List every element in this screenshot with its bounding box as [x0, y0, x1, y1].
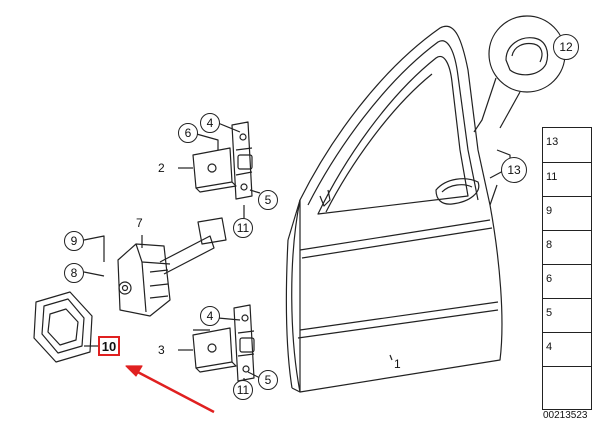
callout-12: 12 [553, 34, 579, 60]
callout-11-lower: 11 [233, 380, 253, 400]
callout-6: 6 [178, 123, 198, 143]
legend-row: 13 [543, 128, 591, 162]
callout-4-upper: 4 [200, 113, 220, 133]
legend-num: 11 [546, 171, 558, 183]
label-2: 2 [158, 161, 165, 175]
door-check [117, 217, 227, 317]
leader-lines [83, 122, 520, 385]
legend-row [543, 366, 591, 410]
grommet-zoom [473, 15, 566, 133]
legend-row: 11 [543, 162, 591, 197]
callout-11-upper: 11 [233, 218, 253, 238]
legend-row: 6 [543, 264, 591, 299]
callout-9: 9 [64, 231, 84, 251]
legend-num: 6 [546, 273, 553, 285]
legend-num: 4 [546, 341, 553, 353]
callout-13: 13 [501, 157, 527, 183]
parts-legend: 13 11 9 8 6 5 4 [542, 127, 592, 410]
door-shell [285, 25, 503, 393]
lower-hinge [192, 304, 255, 382]
label-7: 7 [136, 216, 143, 230]
label-3: 3 [158, 343, 165, 357]
callout-5-upper: 5 [258, 190, 278, 210]
upper-hinge [192, 121, 253, 200]
legend-num: 5 [546, 307, 553, 319]
legend-row: 8 [543, 230, 591, 265]
legend-row: 4 [543, 332, 591, 367]
legend-num: 13 [546, 136, 559, 148]
legend-num: 8 [546, 239, 553, 251]
label-1: 1 [394, 357, 401, 371]
callout-5-lower: 5 [258, 370, 278, 390]
callout-4-lower: 4 [200, 306, 220, 326]
callout-10-highlighted: 10 [98, 336, 120, 356]
callout-8: 8 [64, 263, 84, 283]
red-arrow [125, 365, 215, 414]
legend-row: 5 [543, 298, 591, 333]
legend-num: 9 [546, 205, 553, 217]
seal-cover [33, 291, 93, 363]
catalog-number: 00213523 [543, 410, 588, 421]
legend-row: 9 [543, 196, 591, 231]
